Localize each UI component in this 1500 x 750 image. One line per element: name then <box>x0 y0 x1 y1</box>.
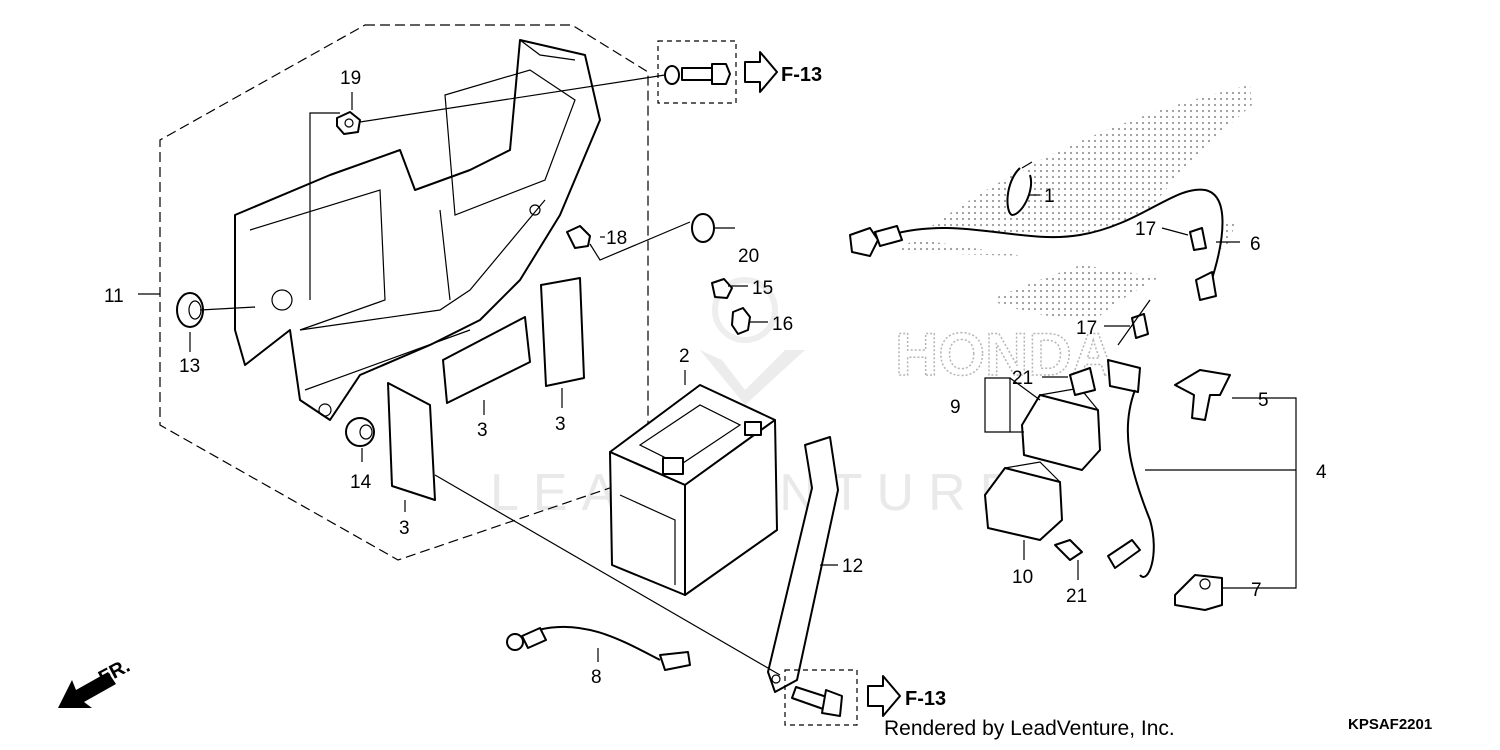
callout-17b: 17 <box>1076 318 1097 339</box>
grommet-14[interactable] <box>345 417 375 447</box>
rubber-pad-3b[interactable] <box>540 277 585 387</box>
bolt-17-lower[interactable] <box>1131 313 1149 339</box>
callout-21a: 21 <box>1012 368 1033 389</box>
callout-12: 12 <box>842 556 863 577</box>
callout-9: 9 <box>950 397 961 418</box>
f13-bottom-label: F-13 <box>905 688 946 710</box>
callout-2: 2 <box>679 346 690 367</box>
bolt-17-upper[interactable] <box>1189 227 1207 251</box>
battery-case[interactable] <box>234 39 601 421</box>
f13-bottom-arrow[interactable]: F-13 <box>867 675 946 717</box>
bolt-top[interactable] <box>664 63 731 85</box>
callout-11: 11 <box>104 286 124 307</box>
cap-7[interactable] <box>1174 574 1223 611</box>
cover-5[interactable] <box>1174 369 1231 421</box>
rubber-pad-3c[interactable] <box>387 382 436 501</box>
render-credit: Rendered by LeadVenture, Inc. <box>884 717 1175 740</box>
callout-3a: 3 <box>477 420 488 441</box>
rubber-20[interactable] <box>691 213 715 243</box>
callout-20: 20 <box>738 246 759 267</box>
callout-14: 14 <box>350 472 372 493</box>
battery-band[interactable] <box>767 436 839 693</box>
wire-harness-6[interactable] <box>849 188 1224 301</box>
callout-4: 4 <box>1316 462 1327 483</box>
callout-numbers: 11 13 14 19 18 20 15 16 2 3 3 3 12 8 1 6… <box>104 68 1327 688</box>
bolt-bottom-box <box>784 669 858 726</box>
battery-cable-8[interactable] <box>506 625 691 671</box>
callout-3b: 3 <box>555 414 566 435</box>
band-1[interactable] <box>1006 161 1033 216</box>
collar-15[interactable] <box>711 278 733 299</box>
relay-bracket[interactable] <box>1107 299 1151 393</box>
callout-8: 8 <box>591 667 602 688</box>
battery-case-group-outline <box>159 24 649 561</box>
starter-relay-9[interactable] <box>1021 367 1101 471</box>
callout-15: 15 <box>752 278 773 299</box>
diagram-code: KPSAF2201 <box>1348 716 1433 733</box>
callout-18: 18 <box>606 228 627 249</box>
callout-13: 13 <box>179 356 200 377</box>
callout-6: 6 <box>1250 234 1261 255</box>
bolt-bottom[interactable] <box>791 686 843 717</box>
rubber-pad-3a[interactable] <box>442 316 531 404</box>
fuse-box-10[interactable] <box>984 461 1063 541</box>
grommet-13[interactable] <box>176 292 204 328</box>
battery[interactable] <box>609 384 778 596</box>
callout-10: 10 <box>1012 567 1033 588</box>
callout-19: 19 <box>340 68 361 89</box>
callout-21b: 21 <box>1066 586 1087 607</box>
f13-top-label: F-13 <box>781 64 822 86</box>
f13-top-arrow[interactable]: F-13 <box>744 51 822 93</box>
bolt-16[interactable] <box>731 307 751 335</box>
callout-1: 1 <box>1044 186 1055 207</box>
nut-19[interactable] <box>336 111 361 135</box>
leader-lines <box>138 74 1297 676</box>
honda-wing-watermark: HONDA <box>894 85 1252 389</box>
bolt-top-box <box>657 40 737 104</box>
callout-16: 16 <box>772 314 793 335</box>
front-direction-arrow: FR. <box>58 655 134 708</box>
callout-17a: 17 <box>1135 219 1156 240</box>
callout-7: 7 <box>1251 580 1262 601</box>
callout-5: 5 <box>1258 390 1269 411</box>
clip-18[interactable] <box>566 225 591 249</box>
wire-4[interactable] <box>1107 389 1155 578</box>
callout-3c: 3 <box>399 518 410 539</box>
fuse-21[interactable] <box>1054 539 1083 561</box>
